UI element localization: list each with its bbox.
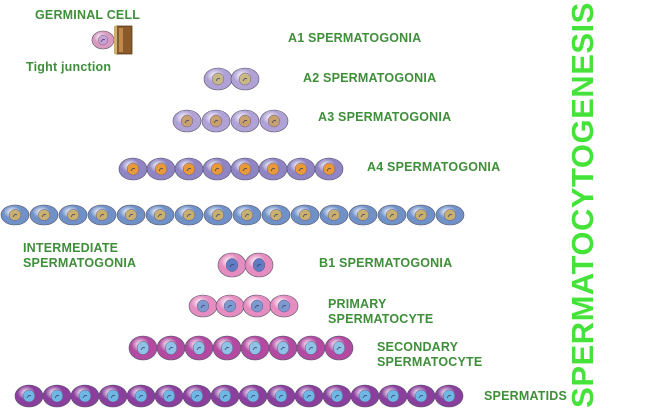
cell-a4 xyxy=(202,157,232,181)
cell-primary xyxy=(269,294,299,318)
stage-label-a4: A4 SPERMATOGONIA xyxy=(367,160,501,174)
cell-secondary xyxy=(128,335,158,361)
cell-spermatids xyxy=(42,384,72,408)
stage-label-a2: A2 SPERMATOGONIA xyxy=(303,71,437,85)
cell-primary xyxy=(242,294,272,318)
cell-intermediate xyxy=(145,204,175,226)
cell-a3 xyxy=(230,109,260,133)
cell-intermediate xyxy=(377,204,407,226)
cell-a3 xyxy=(259,109,289,133)
cell-a3 xyxy=(201,109,231,133)
cell-secondary xyxy=(268,335,298,361)
cell-b1 xyxy=(217,252,247,278)
stage-label-a1: A1 SPERMATOGONIA xyxy=(288,31,422,45)
cell-spermatids xyxy=(322,384,352,408)
cell-spermatids xyxy=(98,384,128,408)
cell-chain-a2 xyxy=(203,67,260,91)
cell-chain-intermediate xyxy=(0,204,465,226)
cell-a4 xyxy=(258,157,288,181)
cell-intermediate xyxy=(406,204,436,226)
cell-intermediate xyxy=(87,204,117,226)
cell-chain-a4 xyxy=(118,157,344,181)
cell-intermediate xyxy=(319,204,349,226)
stage-label-a3: A3 SPERMATOGONIA xyxy=(318,110,452,124)
cell-intermediate xyxy=(58,204,88,226)
cell-spermatids xyxy=(70,384,100,408)
cell-spermatids xyxy=(210,384,240,408)
cell-a1 xyxy=(91,30,115,50)
cell-chain-primary xyxy=(188,294,299,318)
cell-secondary xyxy=(296,335,326,361)
diagram-title: SPERMATOCYTOGENESIS xyxy=(565,2,600,408)
cell-a4 xyxy=(230,157,260,181)
cell-secondary xyxy=(212,335,242,361)
cell-chain-spermatids xyxy=(14,384,464,408)
cell-intermediate xyxy=(261,204,291,226)
cell-primary xyxy=(188,294,218,318)
cell-intermediate xyxy=(348,204,378,226)
stage-label-primary: PRIMARY SPERMATOCYTE xyxy=(328,297,434,326)
cell-intermediate xyxy=(174,204,204,226)
tight-junction-icon xyxy=(114,25,133,55)
cell-spermatids xyxy=(434,384,464,408)
cell-intermediate xyxy=(290,204,320,226)
cell-spermatids xyxy=(126,384,156,408)
cell-intermediate xyxy=(0,204,30,226)
cell-a4 xyxy=(314,157,344,181)
cell-spermatids xyxy=(350,384,380,408)
tight-junction-label: Tight junction xyxy=(26,60,112,74)
cell-spermatids xyxy=(378,384,408,408)
cell-chain-b1 xyxy=(217,252,274,278)
cell-intermediate xyxy=(116,204,146,226)
germinal-cell-label: GERMINAL CELL xyxy=(35,8,141,22)
cell-spermatids xyxy=(238,384,268,408)
cell-spermatids xyxy=(406,384,436,408)
cell-chain-secondary xyxy=(128,335,354,361)
cell-spermatids xyxy=(182,384,212,408)
cell-intermediate xyxy=(435,204,465,226)
stage-label-b1: B1 SPERMATOGONIA xyxy=(319,256,453,270)
cell-chain-a3 xyxy=(172,109,289,133)
cell-a4 xyxy=(286,157,316,181)
cell-spermatids xyxy=(294,384,324,408)
cell-secondary xyxy=(240,335,270,361)
cell-secondary xyxy=(184,335,214,361)
cell-intermediate xyxy=(203,204,233,226)
cell-secondary xyxy=(156,335,186,361)
stage-label-spermatids: SPERMATIDS xyxy=(484,389,568,403)
cell-intermediate xyxy=(29,204,59,226)
cell-intermediate xyxy=(232,204,262,226)
cell-primary xyxy=(215,294,245,318)
cell-b1 xyxy=(244,252,274,278)
cell-a2 xyxy=(203,67,233,91)
cell-spermatids xyxy=(266,384,296,408)
stage-label-intermediate: INTERMEDIATE SPERMATOGONIA xyxy=(23,241,137,270)
cell-a4 xyxy=(174,157,204,181)
stage-label-secondary: SECONDARY SPERMATOCYTE xyxy=(377,340,483,369)
cell-a4 xyxy=(118,157,148,181)
cell-a3 xyxy=(172,109,202,133)
cell-a2 xyxy=(230,67,260,91)
cell-secondary xyxy=(324,335,354,361)
cell-a4 xyxy=(146,157,176,181)
cell-chain-a1 xyxy=(91,30,115,50)
cell-spermatids xyxy=(154,384,184,408)
cell-spermatids xyxy=(14,384,44,408)
